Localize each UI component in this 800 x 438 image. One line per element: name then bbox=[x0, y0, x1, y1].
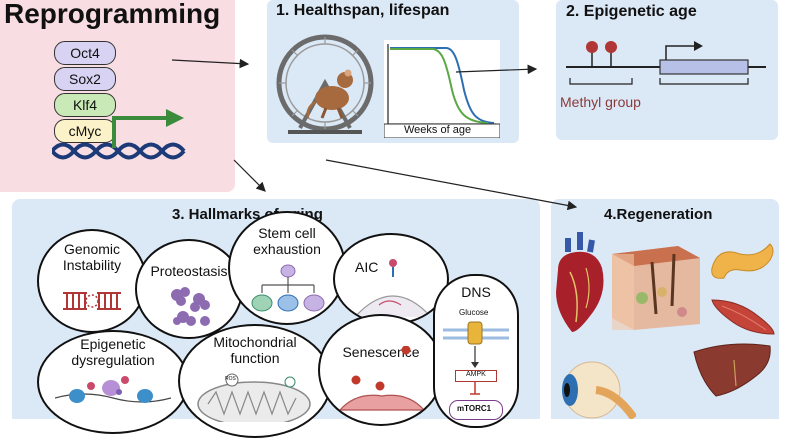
mitochondrial-function-circle: Mitochondrial function ROS bbox=[178, 324, 332, 438]
dns-label: DNS bbox=[461, 284, 491, 300]
proteostasis-circle: Proteostasis bbox=[135, 239, 243, 339]
stem-cell-exhaustion-label: Stem cell exhaustion bbox=[253, 225, 321, 257]
survival-curve-plot bbox=[384, 40, 500, 138]
ampk-box bbox=[455, 370, 497, 382]
protein-aggregate-icon bbox=[171, 287, 210, 326]
senescence-circle: Senescence bbox=[318, 314, 444, 426]
dna-helix-icon bbox=[52, 142, 186, 160]
glucose-label: Glucose bbox=[459, 308, 489, 317]
factor-oct4: Oct4 bbox=[54, 41, 116, 65]
liver-icon bbox=[693, 343, 771, 397]
broken-dna-icon bbox=[63, 292, 121, 310]
mitochondrial-function-label: Mitochondrial function bbox=[213, 334, 297, 366]
genomic-instability-label: Genomic Instability bbox=[62, 241, 122, 273]
connector-arrows bbox=[171, 58, 578, 211]
senescence-label: Senescence bbox=[342, 344, 420, 360]
skin-tissue-icon bbox=[612, 246, 700, 330]
epigenetic-dysregulation-label: Epigenetic dysregulation bbox=[71, 336, 155, 368]
factor-cmyc: cMyc bbox=[54, 119, 116, 143]
epigenetic-title: 2. Epigenetic age bbox=[566, 3, 697, 20]
reprogramming-panel bbox=[0, 0, 235, 192]
mitochondrion-icon bbox=[197, 373, 311, 422]
muscle-icon bbox=[711, 299, 775, 335]
aic-circle: AIC bbox=[333, 233, 449, 325]
regeneration-title: 4.Regeneration bbox=[604, 206, 713, 223]
genomic-instability-circle: Genomic Instability bbox=[37, 229, 147, 333]
weeks-of-age-label: Weeks of age bbox=[404, 124, 472, 136]
heart-icon bbox=[556, 232, 604, 332]
chromatin-icon bbox=[55, 376, 171, 403]
eye-icon bbox=[562, 361, 636, 419]
methylated-gene-diagram bbox=[566, 41, 766, 85]
reprogramming-title: Reprogramming bbox=[4, 0, 221, 29]
factor-klf4: Klf4 bbox=[54, 93, 116, 117]
transcription-arrow-icon bbox=[112, 109, 184, 148]
hamster-wheel-icon bbox=[276, 34, 374, 134]
mtorc1-label: mTORC1 bbox=[457, 404, 492, 413]
stem-cell-exhaustion-circle: Stem cell exhaustion bbox=[228, 211, 346, 325]
factor-sox2: Sox2 bbox=[54, 67, 116, 91]
pancreas-icon bbox=[711, 243, 774, 279]
glucose-pathway-icon bbox=[443, 321, 509, 368]
epigenetic-dysregulation-circle: Epigenetic dysregulation bbox=[37, 330, 189, 434]
stem-cell-tree-icon bbox=[251, 264, 325, 312]
ros-label: ROS bbox=[225, 376, 236, 382]
methyl-group-label: Methyl group bbox=[560, 94, 641, 110]
ampk-label: AMPK bbox=[466, 371, 486, 378]
aic-label: AIC bbox=[355, 259, 379, 275]
senescent-cell-icon bbox=[338, 346, 426, 411]
healthspan-title: 1. Healthspan, lifespan bbox=[276, 2, 450, 19]
dns-oval: DNS Glucose AMPK mTORC1 bbox=[433, 274, 519, 428]
inflammation-cell-icon bbox=[354, 259, 432, 318]
inhibition-icon bbox=[470, 382, 480, 395]
proteostasis-label: Proteostasis bbox=[150, 263, 228, 279]
